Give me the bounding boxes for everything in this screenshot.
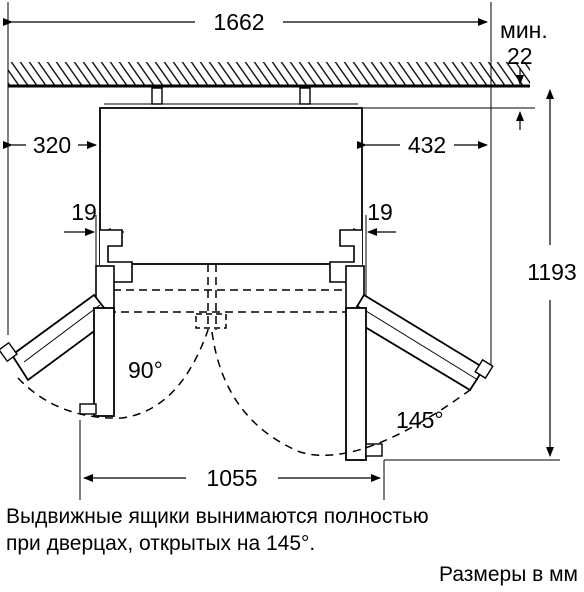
open-width-label: 1055 [206,465,257,491]
min-gap-label: 22 [507,43,533,69]
caption-line-2: при дверцах, открытых на 145°. [6,532,316,555]
right-door-offset-label: 19 [367,199,393,225]
depth-label: 1193 [527,259,576,285]
wall-hatching [8,62,530,86]
wall-spacer-right [299,87,311,105]
left-door-open-90 [93,307,115,417]
right-door-handle [474,358,494,380]
left-door-swing-arc [17,329,209,419]
right-door-swing-arc [211,331,471,456]
min-label: мин. [500,17,548,43]
wall-spacer-left [151,87,163,105]
total-width-label: 1662 [213,9,264,35]
left-door-offset-label: 19 [71,199,97,225]
caption-line-1: Выдвижные ящики вынимаются полностью [6,505,429,528]
left-door-90-handle [79,403,97,415]
left-door-handle [0,341,18,363]
units-note: Размеры в мм [439,563,578,586]
left-angle-label: 90° [128,357,163,383]
left-clearance-label: 320 [33,132,71,158]
fridge-body [99,107,363,265]
right-angle-label: 145° [396,407,444,433]
door-handles-closed [195,313,227,329]
right-door-open-90 [345,307,367,461]
right-door-90-handle [365,443,383,457]
right-clearance-label: 432 [408,132,446,158]
